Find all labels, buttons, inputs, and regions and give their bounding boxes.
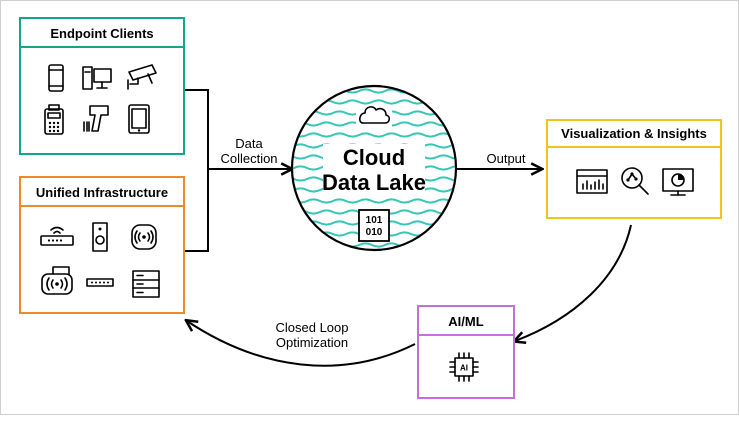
cloud-data-lake-title-line1: Cloud bbox=[343, 145, 405, 170]
unified-infrastructure-title: Unified Infrastructure bbox=[36, 185, 168, 200]
dashboard-icon bbox=[576, 169, 608, 194]
ai-chip-icon: AI bbox=[449, 352, 479, 382]
security-camera-icon bbox=[127, 64, 157, 90]
data-search-icon bbox=[621, 167, 649, 195]
cloud-icon bbox=[359, 106, 391, 124]
ai-chip-label: AI bbox=[460, 364, 468, 373]
binary-data-icon: 101 010 bbox=[358, 209, 390, 242]
payment-terminal-icon bbox=[44, 104, 64, 135]
wireless-access-point-icon bbox=[131, 224, 157, 250]
pie-chart-monitor-icon bbox=[662, 168, 694, 196]
unified-infrastructure-box: Unified Infrastructure bbox=[19, 176, 185, 314]
ai-ml-title: AI/ML bbox=[448, 314, 483, 329]
visualization-insights-title: Visualization & Insights bbox=[561, 126, 707, 141]
wifi-router-icon bbox=[40, 226, 74, 246]
ai-ml-box: AI/ML AI bbox=[417, 305, 515, 399]
server-rack-icon bbox=[132, 270, 160, 298]
closed-loop-label-line2: Optimization bbox=[276, 335, 348, 350]
binary-line1: 101 bbox=[366, 215, 383, 226]
output-label: Output bbox=[486, 151, 525, 166]
visualization-insights-box: Visualization & Insights bbox=[546, 119, 722, 219]
desktop-computer-icon bbox=[82, 66, 112, 90]
collection-bracket bbox=[184, 89, 209, 252]
barcode-scanner-icon bbox=[83, 105, 109, 132]
cloud-data-lake: Cloud Data Lake 101 010 bbox=[290, 84, 458, 252]
closed-loop-label-line1: Closed Loop bbox=[276, 320, 349, 335]
data-collection-label-line2: Collection bbox=[220, 151, 277, 166]
endpoint-clients-title: Endpoint Clients bbox=[50, 26, 153, 41]
binary-line2: 010 bbox=[366, 227, 383, 238]
endpoint-clients-box: Endpoint Clients bbox=[19, 17, 185, 155]
closed-loop-arrow bbox=[187, 321, 416, 367]
smartphone-icon bbox=[48, 64, 64, 92]
tablet-icon bbox=[128, 104, 150, 134]
insights-to-aiml-arrow bbox=[515, 224, 632, 341]
speaker-icon bbox=[92, 222, 108, 252]
cloud-data-lake-title-line2: Data Lake bbox=[322, 170, 426, 195]
network-switch-icon bbox=[86, 278, 114, 287]
wifi-device-icon bbox=[41, 266, 73, 295]
data-collection-label-line1: Data bbox=[235, 136, 263, 151]
